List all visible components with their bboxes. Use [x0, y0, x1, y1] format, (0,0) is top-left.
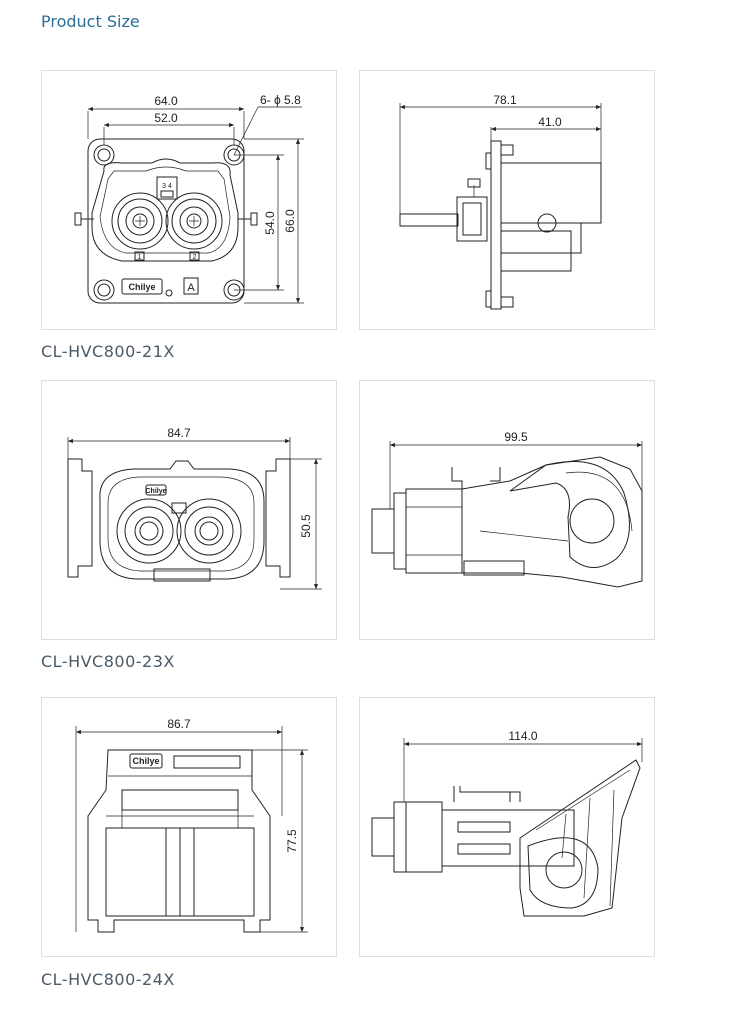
model-label-24x: CL-HVC800-24X	[41, 970, 175, 989]
dim-length: 114.0	[508, 729, 537, 743]
label-plate	[173, 755, 241, 769]
dim-hole: 6- ϕ 5.8	[260, 93, 301, 107]
body	[405, 801, 443, 873]
brand-logo: Chilye	[128, 282, 155, 292]
dim-flange-depth: 41.0	[538, 115, 562, 129]
housing-outline	[87, 749, 271, 933]
flange	[490, 140, 502, 310]
dim-width: 84.7	[167, 426, 191, 440]
page-title: Product Size	[41, 12, 140, 31]
terminal-2	[165, 192, 223, 250]
mark-a: A	[187, 282, 195, 294]
pos-1-label: 1	[138, 254, 142, 261]
housing-outline	[91, 158, 239, 262]
dim-length: 78.1	[493, 93, 517, 107]
dim-width-inner: 52.0	[154, 111, 178, 125]
dim-height-inner: 54.0	[263, 211, 277, 235]
housing-outline	[99, 460, 265, 580]
dim-width: 86.7	[167, 717, 191, 731]
dim-width-outer: 64.0	[154, 94, 178, 108]
body	[405, 488, 463, 574]
connector-top-label: 3 4	[162, 183, 172, 190]
dim-height-outer: 66.0	[283, 209, 297, 233]
drawing-21x-front: 3 4 1 2 Chilye A 64.0 52.0 6- ϕ 5.8 54.0…	[41, 70, 337, 330]
drawing-23x-side: 99.5	[359, 380, 655, 640]
cable-boot	[461, 456, 643, 588]
drawing-23x-front: Chilye 84.7 50.5	[41, 380, 337, 640]
model-label-21x: CL-HVC800-21X	[41, 342, 175, 361]
dim-height: 77.5	[285, 829, 299, 853]
terminal-2	[176, 498, 242, 564]
cable-boot	[519, 759, 641, 917]
brand-logo: Chilye	[145, 488, 166, 495]
drawing-21x-side: 78.1 41.0	[359, 70, 655, 330]
drawing-24x-front: Chilye 86.7 77.5	[41, 697, 337, 957]
flange-plate	[87, 138, 245, 304]
terminal-1	[116, 498, 182, 564]
brand-logo: Chilye	[132, 756, 159, 766]
drawing-24x-side: 114.0	[359, 697, 655, 957]
left-bracket	[67, 458, 93, 578]
terminal-1	[111, 192, 169, 250]
right-bracket	[265, 458, 291, 578]
dim-length: 99.5	[504, 430, 528, 444]
front-pin	[399, 213, 459, 227]
pos-2-label: 2	[193, 254, 197, 261]
model-label-23x: CL-HVC800-23X	[41, 652, 175, 671]
rear-body	[500, 162, 602, 224]
dim-height: 50.5	[299, 514, 313, 538]
